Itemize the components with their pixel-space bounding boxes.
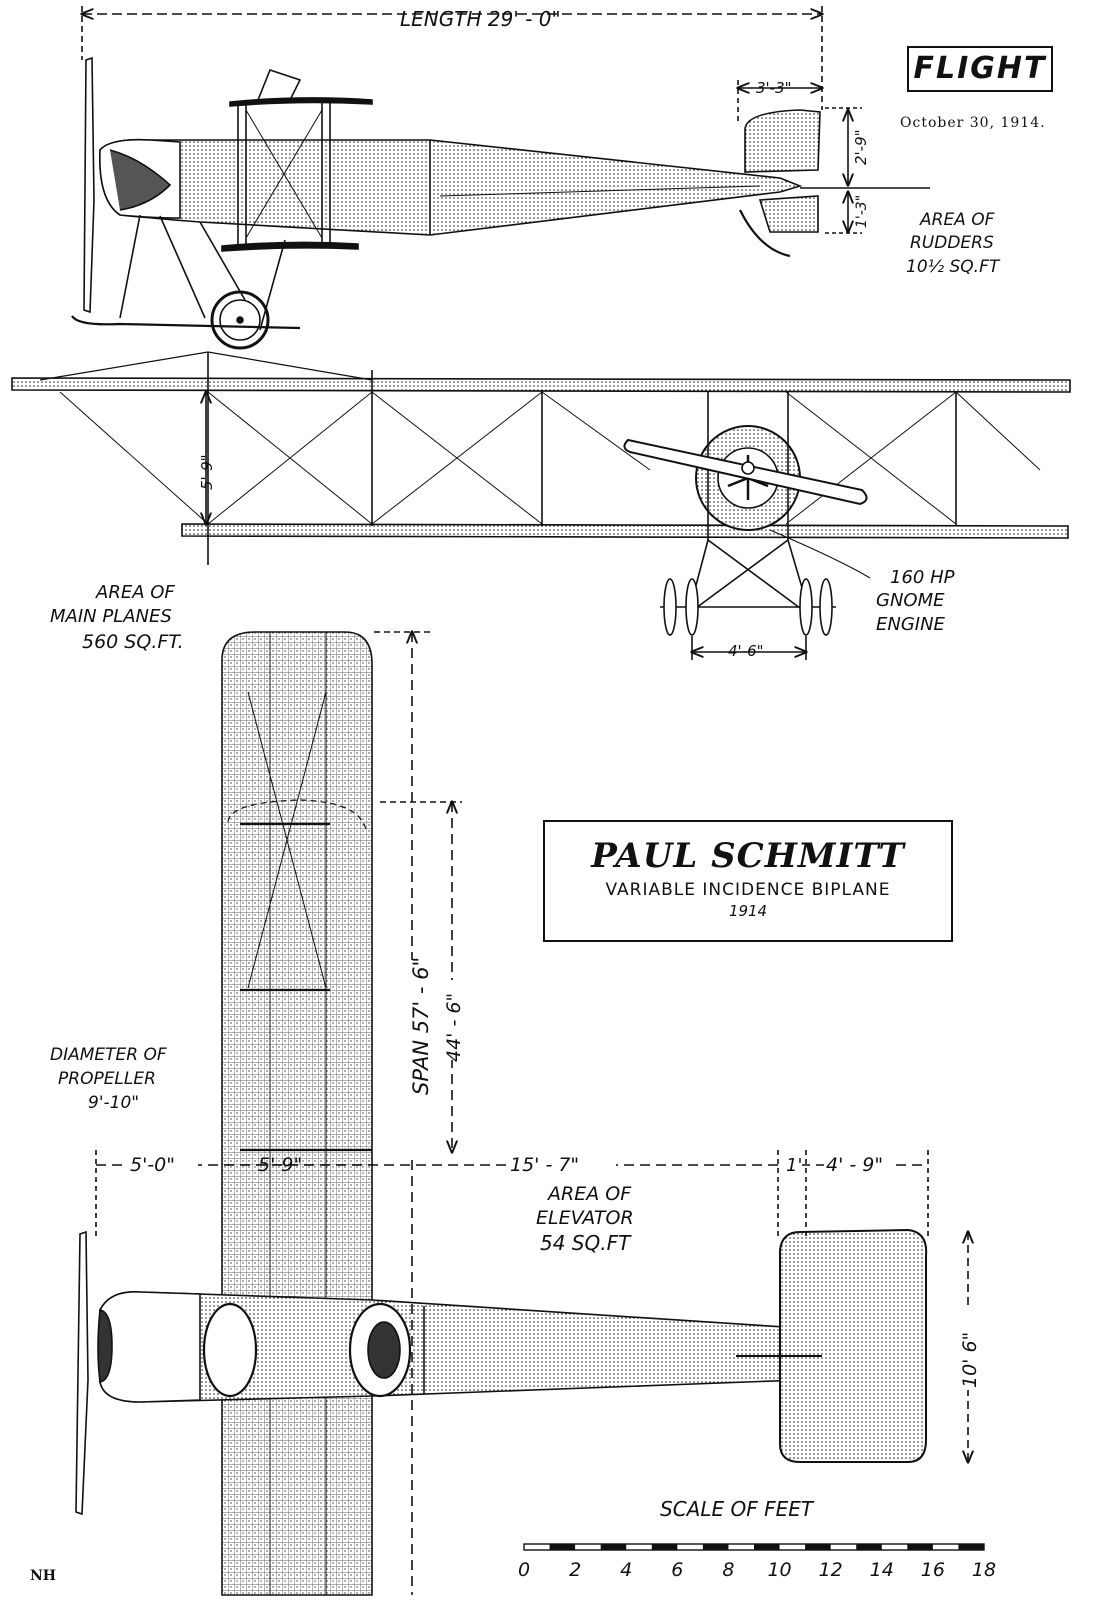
side-view <box>71 6 930 350</box>
propeller-note-2: PROPELLER <box>58 1069 156 1089</box>
gap-label: 5'-9" <box>198 454 216 490</box>
scale-bar-segment <box>754 1544 780 1550</box>
propeller-note-3: 9'-10" <box>88 1093 139 1113</box>
propeller-note-1: DIAMETER OF <box>50 1045 167 1065</box>
engine-note-2: GNOME <box>876 590 945 611</box>
elevator-note-3: 54 SQ.FT <box>540 1231 632 1255</box>
scale-tick-label: 10 <box>767 1559 791 1581</box>
length-label: LENGTH 29' - 0" <box>400 7 561 31</box>
side-view-labels: LENGTH 29' - 0" 3'-3" 2'-9" 1'-3" AREA O… <box>400 7 1001 277</box>
signature: NH <box>30 1568 56 1584</box>
tail-gap-label: 1' <box>786 1155 802 1176</box>
scale-tick-label: 4 <box>620 1559 632 1581</box>
elevator-span-label: 10' 6" <box>959 1332 981 1388</box>
scale-bar-segment <box>651 1544 678 1550</box>
flight-masthead: FLIGHT <box>907 46 1053 92</box>
front-view <box>11 351 1071 660</box>
engine-note-1: 160 HP <box>890 567 955 588</box>
main-planes-note-2: MAIN PLANES <box>50 606 172 627</box>
rudder-upper-label: 2'-9" <box>852 129 870 165</box>
main-planes-note-1: AREA OF <box>95 582 175 603</box>
nose-label: 5'-0" <box>130 1154 175 1176</box>
scale-tick-label: 16 <box>921 1559 945 1581</box>
elevator-note-2: ELEVATOR <box>536 1207 634 1229</box>
span-lower-label: 44' - 6" <box>443 993 465 1062</box>
scale-bar <box>523 1543 985 1551</box>
scale-tick-label: 14 <box>870 1559 894 1581</box>
scale-label: SCALE OF FEET <box>660 1497 815 1521</box>
scale-tick-labels: 0 2 4 6 8 10 12 14 16 18 <box>518 1559 996 1581</box>
fuselage-mid-label: 15' - 7" <box>510 1154 579 1176</box>
scale-tick-label: 18 <box>972 1559 996 1581</box>
scale-tick-label: 12 <box>819 1559 843 1581</box>
masthead-name: FLIGHT <box>913 51 1047 86</box>
tail-chord-label: 3'-3" <box>756 79 792 97</box>
scale-bar-segment <box>805 1544 831 1550</box>
scale-bar-segment <box>907 1544 933 1550</box>
scale-bar-segment <box>702 1544 729 1550</box>
scale-tick-label: 8 <box>722 1559 734 1581</box>
scale-bar-segment <box>600 1544 627 1550</box>
scale-bar-segment <box>549 1544 576 1550</box>
span-upper-label: SPAN 57' - 6" <box>409 957 433 1095</box>
title-year: 1914 <box>728 902 768 920</box>
scale-tick-label: 0 <box>518 1559 530 1581</box>
plan-view <box>75 632 968 1596</box>
track-label: 4'-6" <box>728 642 764 660</box>
rudder-lower-label: 1'-3" <box>854 195 870 228</box>
title-box: PAUL SCHMITT VARIABLE INCIDENCE BIPLANE … <box>543 820 953 942</box>
rudders-note-2: RUDDERS <box>910 233 994 253</box>
scale-tick-label: 2 <box>569 1559 581 1581</box>
title-subtitle: VARIABLE INCIDENCE BIPLANE <box>605 880 891 900</box>
chord-label: 5' 9" <box>258 1154 302 1176</box>
scale-of-feet: SCALE OF FEET 0 2 4 6 8 10 12 14 16 18 <box>518 1497 996 1581</box>
title-name: PAUL SCHMITT <box>591 836 905 876</box>
elevator-chord-label: 4' - 9" <box>826 1154 883 1176</box>
masthead-date: October 30, 1914. <box>900 115 1046 131</box>
front-view-labels: 5'-9" 4'-6" 160 HP GNOME ENGINE AREA OF … <box>50 454 955 660</box>
main-planes-note-3: 560 SQ.FT. <box>82 631 184 653</box>
scale-tick-label: 6 <box>671 1559 683 1581</box>
engine-note-3: ENGINE <box>876 614 946 635</box>
rudders-note-3: 10½ SQ.FT <box>906 257 1001 277</box>
rudders-note-1: AREA OF <box>919 210 995 230</box>
elevator-note-1: AREA OF <box>546 1183 632 1205</box>
scale-bar-segment <box>958 1544 984 1550</box>
scale-bar-segment <box>856 1544 882 1550</box>
plan-view-labels: SPAN 57' - 6" 44' - 6" DIAMETER OF PROPE… <box>50 957 982 1390</box>
